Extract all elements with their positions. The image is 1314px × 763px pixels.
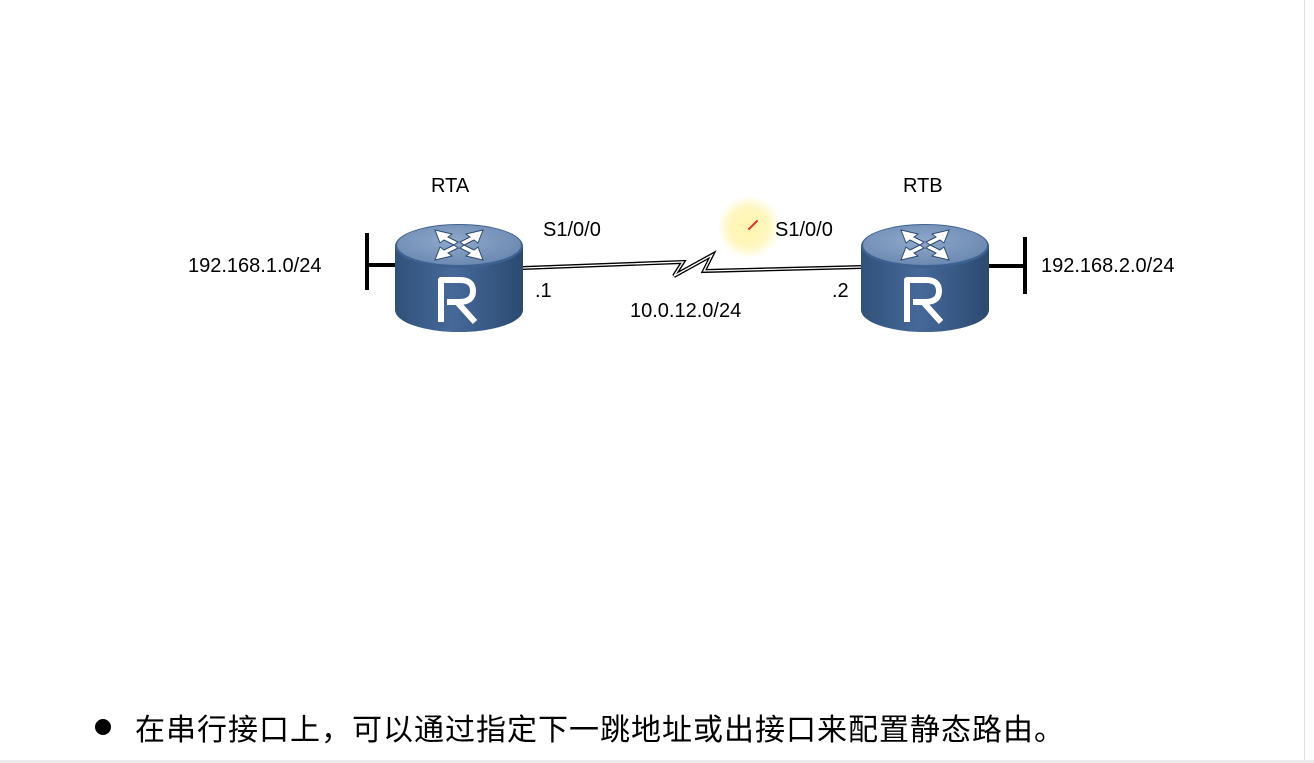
serial-network-label: 10.0.12.0/24 — [630, 300, 742, 322]
router-b-interface: S1/0/0 — [775, 219, 833, 241]
laser-pointer-icon — [748, 220, 758, 230]
slide-edge-divider — [1304, 0, 1305, 763]
router-a-host-id: .1 — [535, 280, 552, 302]
serial-link — [522, 250, 863, 278]
slide-bottom-divider — [0, 760, 1314, 763]
router-a-interface: S1/0/0 — [543, 219, 601, 241]
bullet-text: 在串行接口上，可以通过指定下一跳地址或出接口来配置静态路由。 — [135, 713, 1065, 748]
router-a-name: RTA — [431, 175, 470, 197]
lan-link-b — [988, 237, 1027, 294]
lan-a-network-label: 192.168.1.0/24 — [188, 255, 322, 277]
router-icon — [395, 224, 523, 332]
router-b-host-id: .2 — [832, 280, 849, 302]
router-icon — [861, 224, 989, 332]
router-b-name: RTB — [903, 175, 943, 197]
laser-pointer-halo — [718, 196, 780, 258]
bullet-point: 在串行接口上，可以通过指定下一跳地址或出接口来配置静态路由。 — [95, 706, 1065, 748]
topology-diagram — [365, 224, 1027, 332]
bullet-icon — [95, 719, 111, 735]
lan-b-network-label: 192.168.2.0/24 — [1041, 255, 1175, 277]
lan-link-a — [365, 233, 398, 290]
